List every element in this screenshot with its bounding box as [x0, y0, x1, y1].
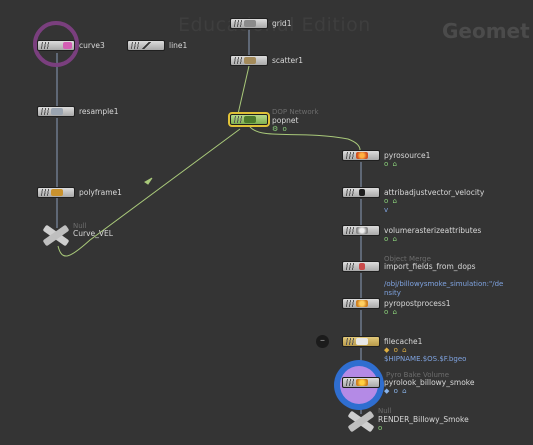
file-cache-icon — [356, 338, 368, 345]
volumerasterize-tile[interactable] — [342, 225, 380, 236]
vector-icon — [359, 189, 365, 196]
node-flag-icons: ◆ o ⌂ — [384, 387, 408, 395]
node-label: polyframe1 — [79, 188, 122, 197]
curve-icon — [63, 42, 72, 49]
polyframe1-tile[interactable] — [37, 187, 75, 198]
node-label: grid1 — [272, 19, 292, 28]
node-label: line1 — [169, 41, 188, 50]
node-label: filecache1 — [384, 337, 423, 346]
grid-icon — [244, 20, 256, 27]
node-type-label: Null — [378, 407, 392, 415]
node-param: v — [384, 206, 389, 214]
curve3-tile[interactable] — [37, 40, 75, 51]
node-label: pyrolook_billowy_smoke — [384, 378, 475, 387]
node-flag-icons: o ⌂ — [384, 160, 398, 168]
node-label: volumerasterizeattributes — [384, 226, 482, 235]
node-type-label: Null — [73, 222, 87, 230]
display-flag-ring — [33, 21, 79, 67]
node-label: attribadjustvector_velocity — [384, 188, 485, 197]
line1-tile[interactable] — [127, 40, 165, 51]
node-label: RENDER_Billowy_Smoke — [378, 415, 469, 424]
import-fields-tile[interactable] — [342, 261, 380, 272]
volume-icon — [356, 227, 368, 234]
node-flag-icons: o — [378, 424, 384, 432]
pyropostprocess1-tile[interactable] — [342, 298, 380, 309]
popnet-tile[interactable] — [228, 112, 270, 127]
collapse-button[interactable]: – — [316, 335, 329, 348]
attribadjust-tile[interactable] — [342, 187, 380, 198]
node-label: popnet — [272, 116, 299, 125]
edition-watermark: Educational Edition — [178, 14, 371, 36]
scatter-icon — [244, 57, 256, 64]
null-x-icon[interactable] — [347, 410, 375, 433]
node-flag-icons: ⚙ o — [272, 125, 288, 133]
node-param: /obj/billowysmoke_simulation:"/de nsity — [384, 280, 504, 297]
null-x-icon[interactable] — [42, 224, 70, 247]
grid1-tile[interactable] — [230, 18, 268, 29]
pyro-bake-icon — [356, 379, 368, 386]
node-flag-icons: ◆ o ⌂ — [384, 346, 408, 354]
node-flag-icons: o ⌂ — [384, 235, 398, 243]
node-flag-icons: o ⌂ — [384, 308, 398, 316]
scatter1-tile[interactable] — [230, 55, 268, 66]
node-label: pyrosource1 — [384, 151, 431, 160]
node-label: pyropostprocess1 — [384, 299, 451, 308]
pyro-process-icon — [356, 300, 368, 307]
pyrosource1-tile[interactable] — [342, 150, 380, 161]
node-type-label: DOP Network — [272, 108, 319, 116]
dop-network-icon — [244, 116, 256, 123]
node-label: curve3 — [79, 41, 105, 50]
node-type-label: Object Merge — [384, 255, 431, 263]
resample1-tile[interactable] — [37, 106, 75, 117]
flame-icon — [356, 152, 368, 159]
node-label: Curve_VEL — [73, 229, 113, 238]
node-param: $HIPNAME.$OS.$F.bgeo — [384, 355, 467, 363]
node-label: import_fields_from_dops — [384, 262, 476, 271]
context-label: Geomet — [442, 19, 530, 43]
line-icon — [141, 42, 153, 49]
filecache1-tile[interactable] — [342, 336, 380, 347]
pyrolook-tile[interactable] — [342, 377, 380, 388]
node-flag-icons: o ⌂ — [384, 197, 398, 205]
polyframe-icon — [51, 189, 63, 196]
node-type-label: Pyro Bake Volume — [386, 371, 450, 379]
node-label: resample1 — [79, 107, 119, 116]
node-label: scatter1 — [272, 56, 303, 65]
object-merge-icon — [359, 263, 365, 270]
resample-icon — [51, 108, 63, 115]
